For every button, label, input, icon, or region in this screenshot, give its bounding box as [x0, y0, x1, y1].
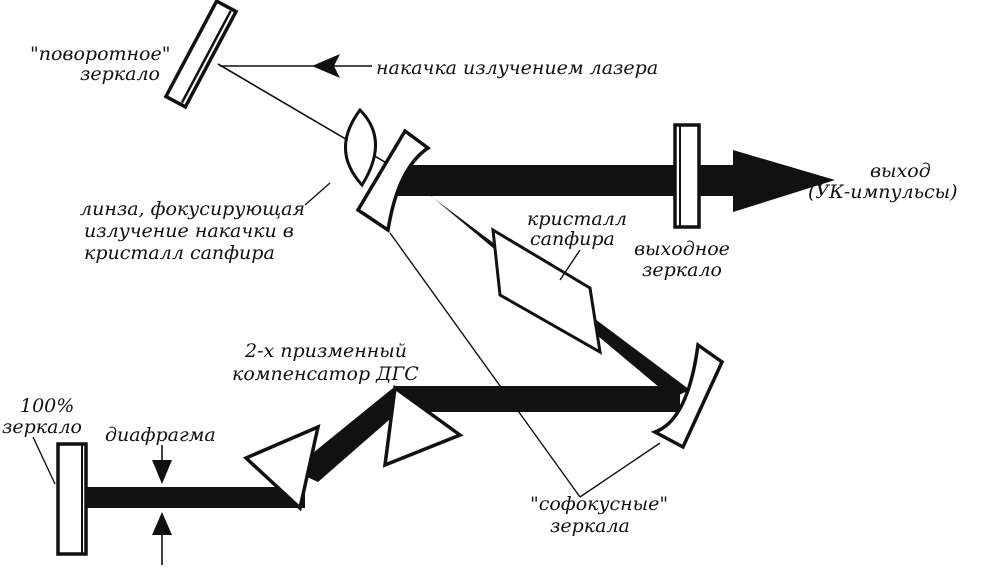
sapphire-crystal	[491, 227, 602, 355]
turning-mirror-label-1: "поворотное"	[30, 43, 170, 65]
crystal-label-2: сапфира	[530, 228, 615, 250]
output-mirror-label-1: выходное	[634, 238, 730, 260]
output-label-2: (УК-импульсы)	[808, 181, 958, 203]
full-mirror-label-2: зеркало	[2, 416, 82, 438]
output-arrow-icon	[733, 150, 835, 212]
diaphragm-label: диафрагма	[105, 424, 216, 446]
lens-leader	[304, 182, 331, 206]
focusing-lens	[344, 107, 377, 188]
lens-label-1: линза, фокусирующая	[80, 198, 305, 220]
turning-mirror-label-2: зеркало	[80, 63, 160, 85]
prism-beam-diagonal	[292, 388, 412, 482]
output-mirror	[673, 123, 701, 229]
prism-label-2: компенсатор ДГС	[232, 363, 419, 385]
confocal-label-2: зеркала	[550, 515, 630, 537]
lens-label-2: излучение накачки в	[84, 220, 294, 242]
output-mirror-label-2: зеркало	[642, 259, 722, 281]
output-label-1: выход	[870, 160, 931, 182]
confocal-leader-1	[389, 232, 581, 498]
diaphragm-arrow-bottom-icon	[152, 512, 172, 535]
lower-confocal-mirror	[650, 341, 725, 450]
prism-beam-upper	[395, 386, 680, 412]
crystal-label-1: кристалл	[527, 208, 627, 230]
pump-label: накачка излучением лазера	[376, 57, 658, 79]
confocal-leader-2	[579, 442, 661, 498]
lens-label-3: кристалл сапфира	[84, 242, 275, 264]
confocal-label-1: "софокусные"	[530, 493, 668, 515]
full-mirror-label-1: 100%	[20, 395, 74, 417]
prism-label-1: 2-х призменный	[244, 340, 407, 362]
upper-confocal-mirror	[355, 128, 432, 233]
prism-1	[242, 424, 321, 512]
turning-mirror	[163, 0, 239, 110]
output-beam	[395, 165, 735, 196]
crystal-leader	[559, 249, 581, 281]
prism-2	[382, 384, 464, 468]
full-mirror-leader	[32, 436, 56, 485]
cavity-beam-lower	[85, 487, 305, 508]
pump-arrow-icon	[312, 54, 340, 78]
diaphragm-arrow-top-icon	[152, 460, 172, 484]
